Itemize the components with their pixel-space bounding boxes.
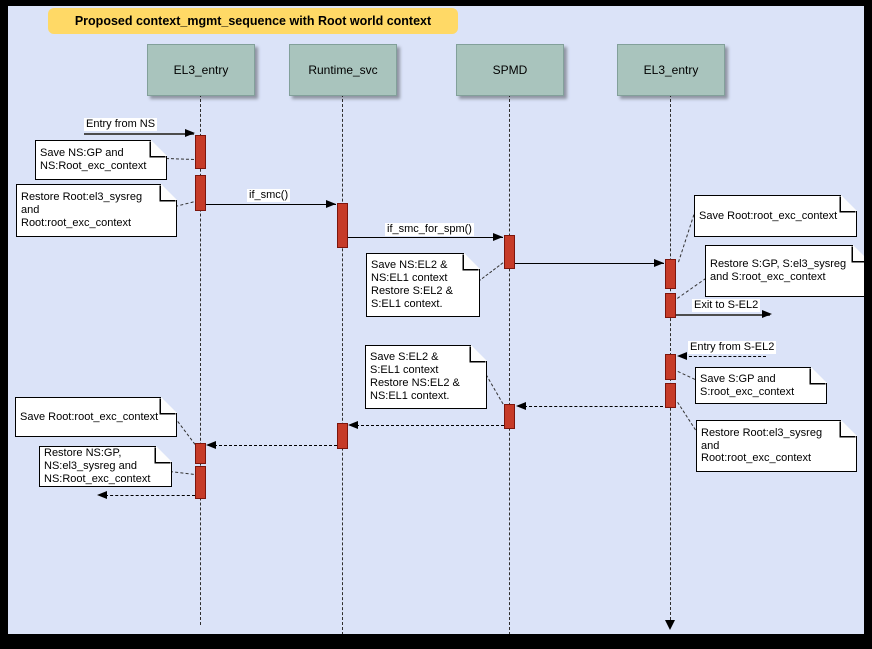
return-message-exit-to-ns [105,495,195,496]
frame-border-top [0,0,872,6]
note-text: Restore NS:GP, NS:el3_sysreg and NS:Root… [44,447,151,485]
return-message-el3-to-spmd [524,406,663,407]
note-connector [165,158,194,160]
note-restore-ns-gp: Restore NS:GP, NS:el3_sysreg and NS:Root… [39,446,172,487]
frame-border-bottom [0,634,872,649]
activation-bar [195,466,206,499]
note-save-s-el2: Save S:EL2 & S:EL1 context Restore NS:EL… [365,345,487,409]
note-save-root-exc-context-left: Save Root:root_exc_context [15,397,177,437]
note-connector [677,402,696,431]
return-message-spmd-to-runtime [356,425,504,426]
message-entry-from-ns [84,133,194,135]
activation-bar [665,383,676,408]
message-if-smc-for-spm [348,237,503,238]
note-fold-icon [161,184,177,200]
note-restore-root-el3-sysreg-right: Restore Root:el3_sysreg and Root:root_ex… [696,420,857,472]
note-connector [677,277,707,299]
activation-bar [665,354,676,380]
arrowhead-right-icon [185,129,195,137]
actor-el3-entry-right: EL3_entry [617,44,725,96]
note-restore-root-el3-sysreg-left: Restore Root:el3_sysreg and Root:root_ex… [16,184,177,237]
diagram-title: Proposed context_mgmt_sequence with Root… [48,8,458,34]
message-label: if_smc() [247,189,291,202]
note-connector [677,371,696,380]
note-text: Save S:GP and S:root_exc_context [700,372,795,398]
note-fold-icon [464,253,480,269]
activation-bar [337,423,348,449]
arrowhead-right-icon [326,200,336,208]
message-label: Exit to S-EL2 [692,299,761,312]
message-label: Entry from NS [84,118,158,131]
activation-bar [504,235,515,269]
lifeline-el3-entry-left [200,94,201,625]
note-text: Save NS:GP and NS:Root_exc_context [40,147,147,172]
note-fold-icon [841,420,857,436]
actor-label: Runtime_svc [308,63,378,77]
message-spmd-to-el3 [515,263,664,264]
arrowhead-right-icon [654,259,664,267]
note-text: Save Root:root_exc_context [20,410,159,423]
actor-spmd: SPMD [456,44,564,96]
note-fold-icon [161,397,177,413]
actor-label: EL3_entry [643,63,699,77]
note-fold-icon [151,140,167,156]
activation-bar [195,135,206,169]
actor-label: EL3_entry [173,63,229,77]
note-text: Restore S:GP, S:el3_sysreg and S:root_ex… [710,258,847,283]
note-save-ns-gp: Save NS:GP and NS:Root_exc_context [35,140,167,180]
arrowhead-left-icon [206,441,216,449]
message-entry-from-sel2 [684,356,766,357]
note-fold-icon [156,446,172,462]
activation-bar [195,175,206,211]
note-save-s-gp: Save S:GP and S:root_exc_context [695,367,827,404]
note-connector [174,417,196,445]
message-label: Entry from S-EL2 [688,341,777,354]
return-message-runtime-to-el3 [214,445,337,446]
lifeline-spmd [509,94,510,635]
note-restore-s-gp: Restore S:GP, S:el3_sysreg and S:root_ex… [705,245,869,297]
arrowhead-left-icon [97,491,107,499]
arrowhead-left-icon [677,352,687,360]
message-label: if_smc_for_spm() [385,223,474,236]
note-fold-icon [841,195,857,211]
activation-bar [337,203,348,248]
note-text: Restore Root:el3_sysreg and Root:root_ex… [701,426,823,465]
arrowhead-left-icon [516,402,526,410]
arrowhead-right-icon [493,233,503,241]
activation-bar [665,259,676,289]
activation-bar [195,443,206,464]
message-exit-to-sel2 [676,314,770,316]
arrowhead-left-icon [348,421,358,429]
note-connector [169,471,194,475]
actor-runtime-svc: Runtime_svc [289,44,397,96]
note-connector [175,201,194,207]
note-connector [678,214,695,263]
frame-border-right [864,0,872,649]
message-if-smc [206,204,336,205]
note-fold-icon [811,367,827,383]
note-save-ns-el2: Save NS:EL2 & NS:EL1 context Restore S:E… [366,253,480,317]
lifeline-end-arrow-icon [665,620,675,630]
note-save-root-exc-context-right: Save Root:root_exc_context [694,195,857,237]
frame-border-left [0,0,8,649]
activation-bar [504,404,515,429]
lifeline-runtime-svc [342,94,343,635]
note-connector [478,262,504,282]
actor-label: SPMD [492,63,528,77]
note-fold-icon [471,345,487,361]
actor-el3-entry-left: EL3_entry [147,44,255,96]
arrowhead-right-icon [762,310,772,318]
note-text: Save Root:root_exc_context [699,209,838,222]
note-text: Save S:EL2 & S:EL1 context Restore NS:EL… [370,351,460,402]
note-text: Save NS:EL2 & NS:EL1 context Restore S:E… [371,259,453,310]
note-text: Restore Root:el3_sysreg and Root:root_ex… [21,191,143,229]
activation-bar [665,293,676,318]
